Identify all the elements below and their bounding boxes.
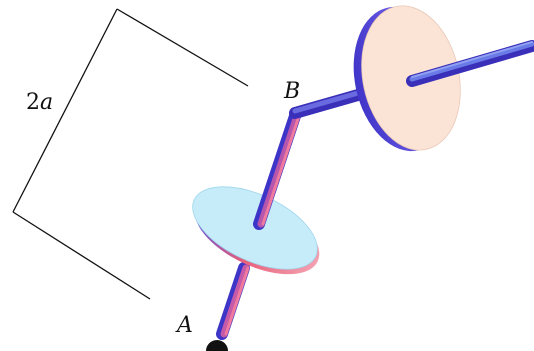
label-dimension-symbol: a	[40, 90, 53, 115]
dimension-bracket	[12, 8, 249, 300]
bracket-top-tick	[116, 8, 249, 87]
rod-end-segment	[406, 40, 534, 87]
label-dimension-number: 2	[26, 90, 40, 115]
lower-disk	[192, 186, 320, 275]
upper-disk	[353, 5, 461, 152]
label-dimension: 2a	[26, 90, 53, 115]
label-point-b: B	[283, 79, 300, 104]
bracket-spine	[12, 8, 118, 213]
pivot-a-marker	[206, 340, 228, 351]
bracket-bottom-tick	[12, 211, 151, 300]
rod-middle-segment	[253, 110, 301, 230]
label-point-a: A	[175, 313, 193, 338]
rod-lower-segment	[216, 262, 250, 340]
